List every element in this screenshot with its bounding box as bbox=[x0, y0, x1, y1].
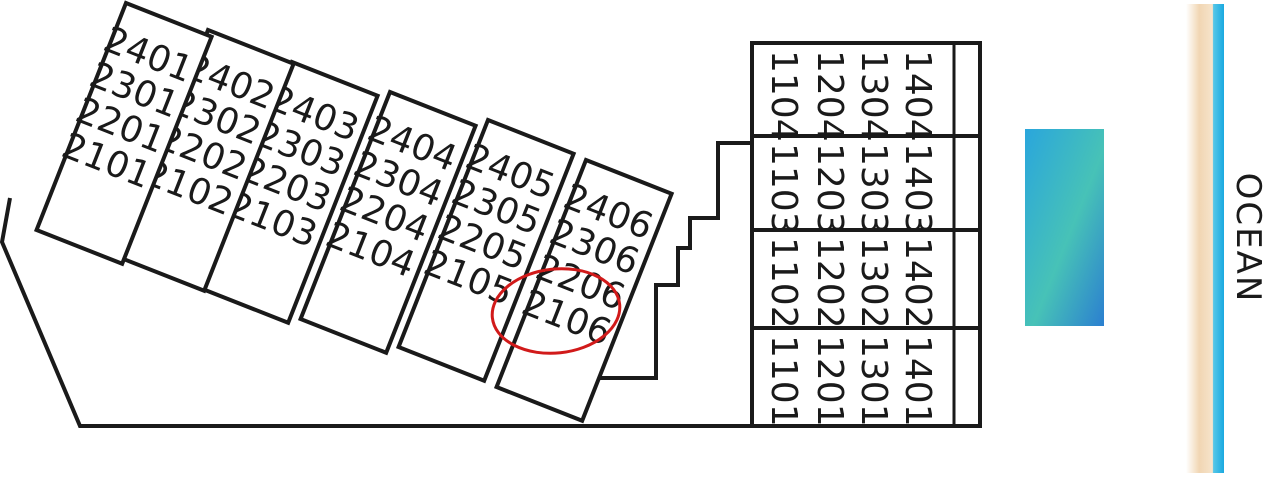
beach-strip bbox=[1186, 4, 1224, 473]
pool bbox=[1025, 129, 1104, 326]
unit-1302: 1302 bbox=[853, 237, 894, 329]
unit-1402: 1402 bbox=[897, 237, 938, 329]
unit-stack-outline bbox=[297, 89, 479, 356]
unit-stack-outline bbox=[493, 157, 675, 424]
unit-1403: 1403 bbox=[897, 143, 938, 235]
highlight-circle bbox=[490, 267, 622, 355]
unit-1404: 1404 bbox=[897, 50, 938, 142]
unit-1103: 1103 bbox=[763, 143, 804, 235]
unit-1203: 1203 bbox=[809, 143, 850, 235]
ocean-label: OCEAN bbox=[1228, 173, 1264, 304]
east-wing-outline bbox=[750, 41, 982, 428]
unit-stack-outline bbox=[33, 0, 215, 267]
unit-1202: 1202 bbox=[809, 237, 850, 329]
unit-1303: 1303 bbox=[853, 143, 894, 235]
west-wing: 2406230622062106240523052205210524042304… bbox=[33, 0, 675, 424]
unit-1104: 1104 bbox=[763, 50, 804, 142]
building-outline bbox=[0, 141, 752, 428]
unit-1201: 1201 bbox=[809, 335, 850, 427]
unit-1401: 1401 bbox=[897, 335, 938, 427]
unit-1101: 1101 bbox=[763, 335, 804, 427]
unit-1301: 1301 bbox=[853, 335, 894, 427]
unit-1102: 1102 bbox=[763, 237, 804, 329]
unit-1204: 1204 bbox=[809, 50, 850, 142]
unit-stack-outline bbox=[395, 117, 577, 384]
unit-1304: 1304 bbox=[853, 50, 894, 142]
